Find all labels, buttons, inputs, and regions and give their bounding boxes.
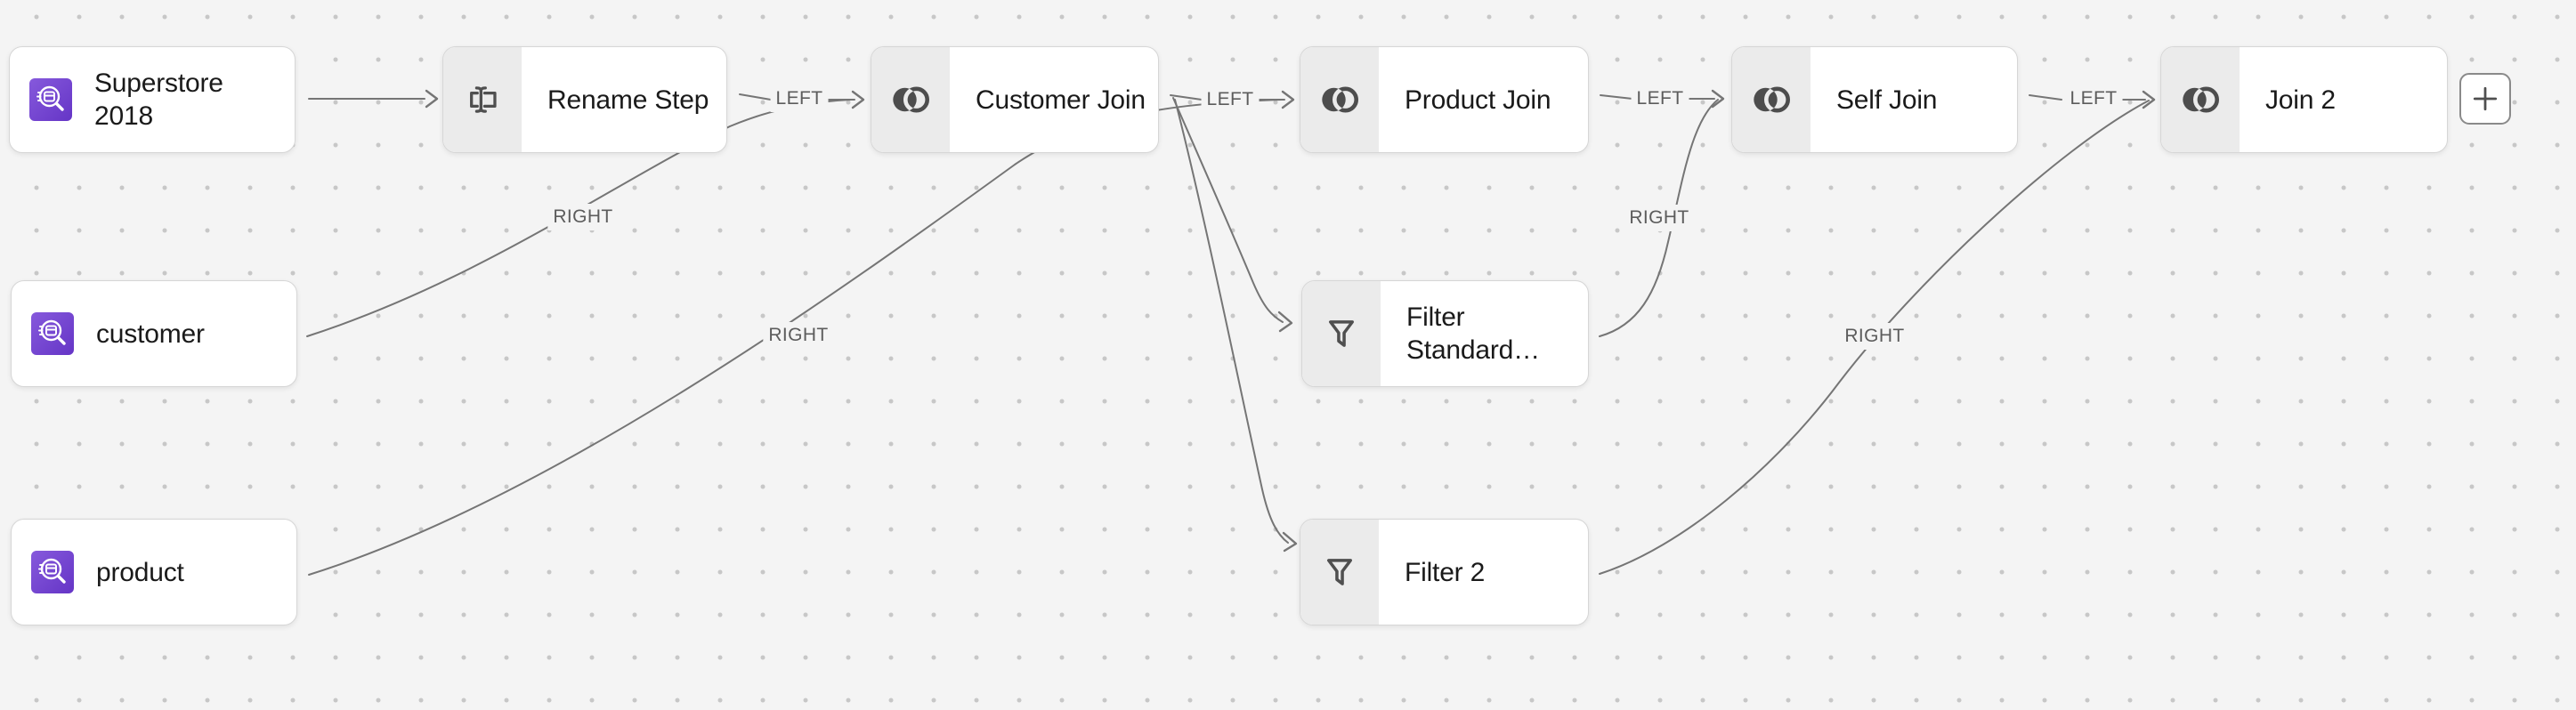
- node-label: Rename Step: [547, 85, 709, 115]
- node-filter-standard[interactable]: Filter Standard…: [1301, 280, 1589, 387]
- node-rename-step[interactable]: Rename Step: [442, 46, 727, 153]
- edge-superstore-rename: [308, 89, 439, 109]
- node-label: customer: [96, 319, 205, 349]
- edge-label-left: LEFT: [1631, 85, 1689, 112]
- edge-selfjoin-join2: [2029, 90, 2156, 109]
- node-customer[interactable]: customer: [11, 280, 297, 387]
- join-icon: [1732, 47, 1810, 152]
- join-icon: [1300, 47, 1379, 152]
- edge-label-left: LEFT: [1201, 86, 1260, 113]
- dataset-search-icon: [31, 312, 74, 355]
- node-label: Superstore 2018: [94, 69, 223, 131]
- plus-icon: [2473, 86, 2498, 111]
- node-label: Join 2: [2265, 85, 2336, 115]
- dataset-search-icon: [31, 551, 74, 593]
- node-label: Filter Standard…: [1406, 303, 1540, 365]
- edge-customerjoin-filterstandard: [1172, 97, 1293, 333]
- edge-productjoin-selfjoin: [1600, 89, 1725, 109]
- edge-label-right: RIGHT: [547, 204, 619, 230]
- node-join-2[interactable]: Join 2: [2160, 46, 2448, 153]
- node-superstore-2018[interactable]: Superstore 2018: [9, 46, 296, 153]
- node-customer-join[interactable]: Customer Join: [871, 46, 1159, 153]
- node-product[interactable]: product: [11, 519, 297, 625]
- node-label: Product Join: [1405, 85, 1551, 115]
- node-product-join[interactable]: Product Join: [1300, 46, 1589, 153]
- edge-label-right: RIGHT: [763, 322, 834, 349]
- rename-icon: [443, 47, 522, 152]
- edge-filter2-join2: [1599, 100, 2150, 575]
- node-label: Self Join: [1836, 85, 1938, 115]
- add-step-button[interactable]: [2459, 73, 2511, 125]
- edge-label-right: RIGHT: [1624, 205, 1695, 231]
- filter-icon: [1302, 281, 1381, 386]
- node-label: product: [96, 557, 184, 587]
- edge-customerjoin-filter2: [1174, 99, 1298, 553]
- dataset-search-icon: [29, 78, 72, 121]
- node-label: Customer Join: [976, 85, 1146, 115]
- join-icon: [871, 47, 950, 152]
- filter-icon: [1300, 520, 1379, 625]
- edge-label-left: LEFT: [2064, 85, 2123, 112]
- node-filter-2[interactable]: Filter 2: [1300, 519, 1589, 625]
- edge-filterstandard-selfjoin: [1599, 99, 1719, 337]
- edge-label-left: LEFT: [770, 85, 829, 112]
- node-label: Filter 2: [1405, 557, 1486, 587]
- edge-label-right: RIGHT: [1839, 323, 1910, 350]
- join-icon: [2161, 47, 2240, 152]
- node-self-join[interactable]: Self Join: [1731, 46, 2018, 153]
